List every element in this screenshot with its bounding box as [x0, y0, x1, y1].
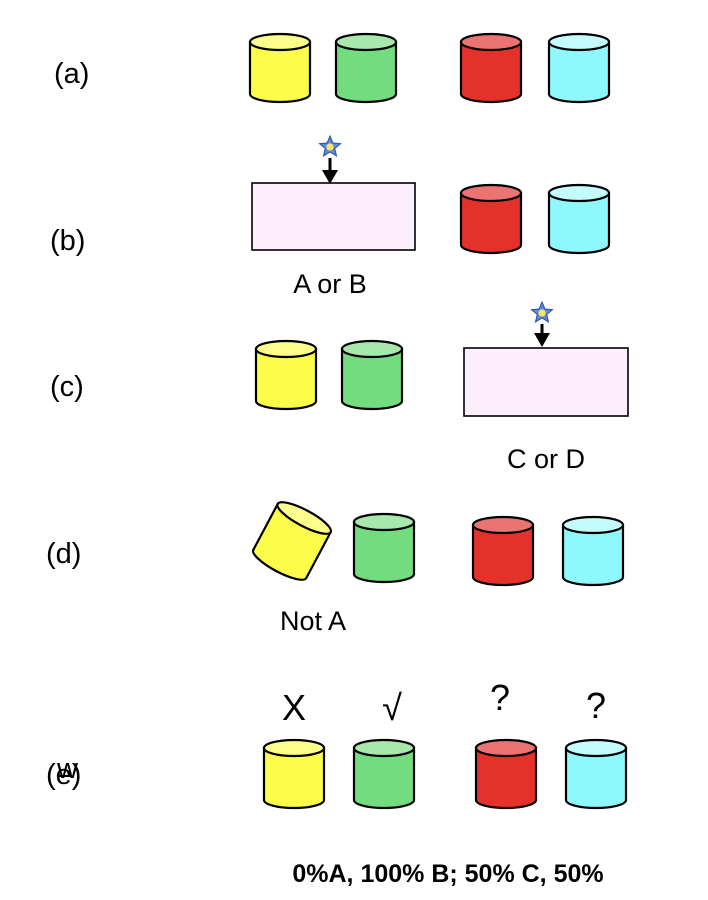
row-d-caption: Not A — [280, 606, 346, 636]
row-a-label: (a) — [54, 58, 89, 90]
row-b-arrow — [322, 158, 338, 184]
row-a-cylinder-red — [459, 32, 523, 104]
row-b-cylinder-red — [459, 183, 523, 255]
row-e-mark-2: √ — [382, 687, 402, 728]
row-b-star-icon — [318, 134, 342, 157]
row-e-overlap-glyph: w — [56, 753, 79, 785]
row-b-cylinder-cyan — [547, 183, 611, 255]
row-c-cylinder-green — [340, 339, 404, 411]
row-a-cylinder-yellow — [248, 32, 312, 104]
row-d-cylinder-red — [471, 515, 535, 587]
row-d-cylinder-green — [352, 512, 416, 584]
row-b-merged-box — [251, 182, 416, 251]
row-b-caption: A or B — [293, 269, 367, 299]
row-e-cylinder-red — [474, 738, 538, 810]
row-c-label: (c) — [50, 371, 84, 403]
row-c-star-icon — [530, 300, 554, 323]
result-text: 0%A, 100% B; 50% C, 50% — [292, 860, 603, 888]
row-c-cylinder-yellow — [254, 339, 318, 411]
row-e-cylinder-cyan — [564, 738, 628, 810]
row-c-caption: C or D — [507, 444, 585, 474]
row-b-label: (b) — [50, 225, 85, 257]
row-e-cylinder-yellow — [262, 738, 326, 810]
row-c-merged-box — [463, 347, 629, 417]
row-d-cylinder-cyan — [561, 515, 625, 587]
row-e-mark-1: X — [282, 687, 306, 728]
row-e-mark-3: ? — [490, 677, 510, 718]
row-a-cylinder-cyan — [547, 32, 611, 104]
row-e-mark-4: ? — [586, 685, 606, 726]
row-c-arrow — [534, 324, 550, 347]
row-d-cylinder-yellow-tipped — [251, 501, 333, 581]
row-a-cylinder-green — [334, 32, 398, 104]
row-e-label: (e) — [46, 759, 81, 791]
row-d-label: (d) — [46, 538, 81, 570]
row-e-cylinder-green — [352, 738, 416, 810]
